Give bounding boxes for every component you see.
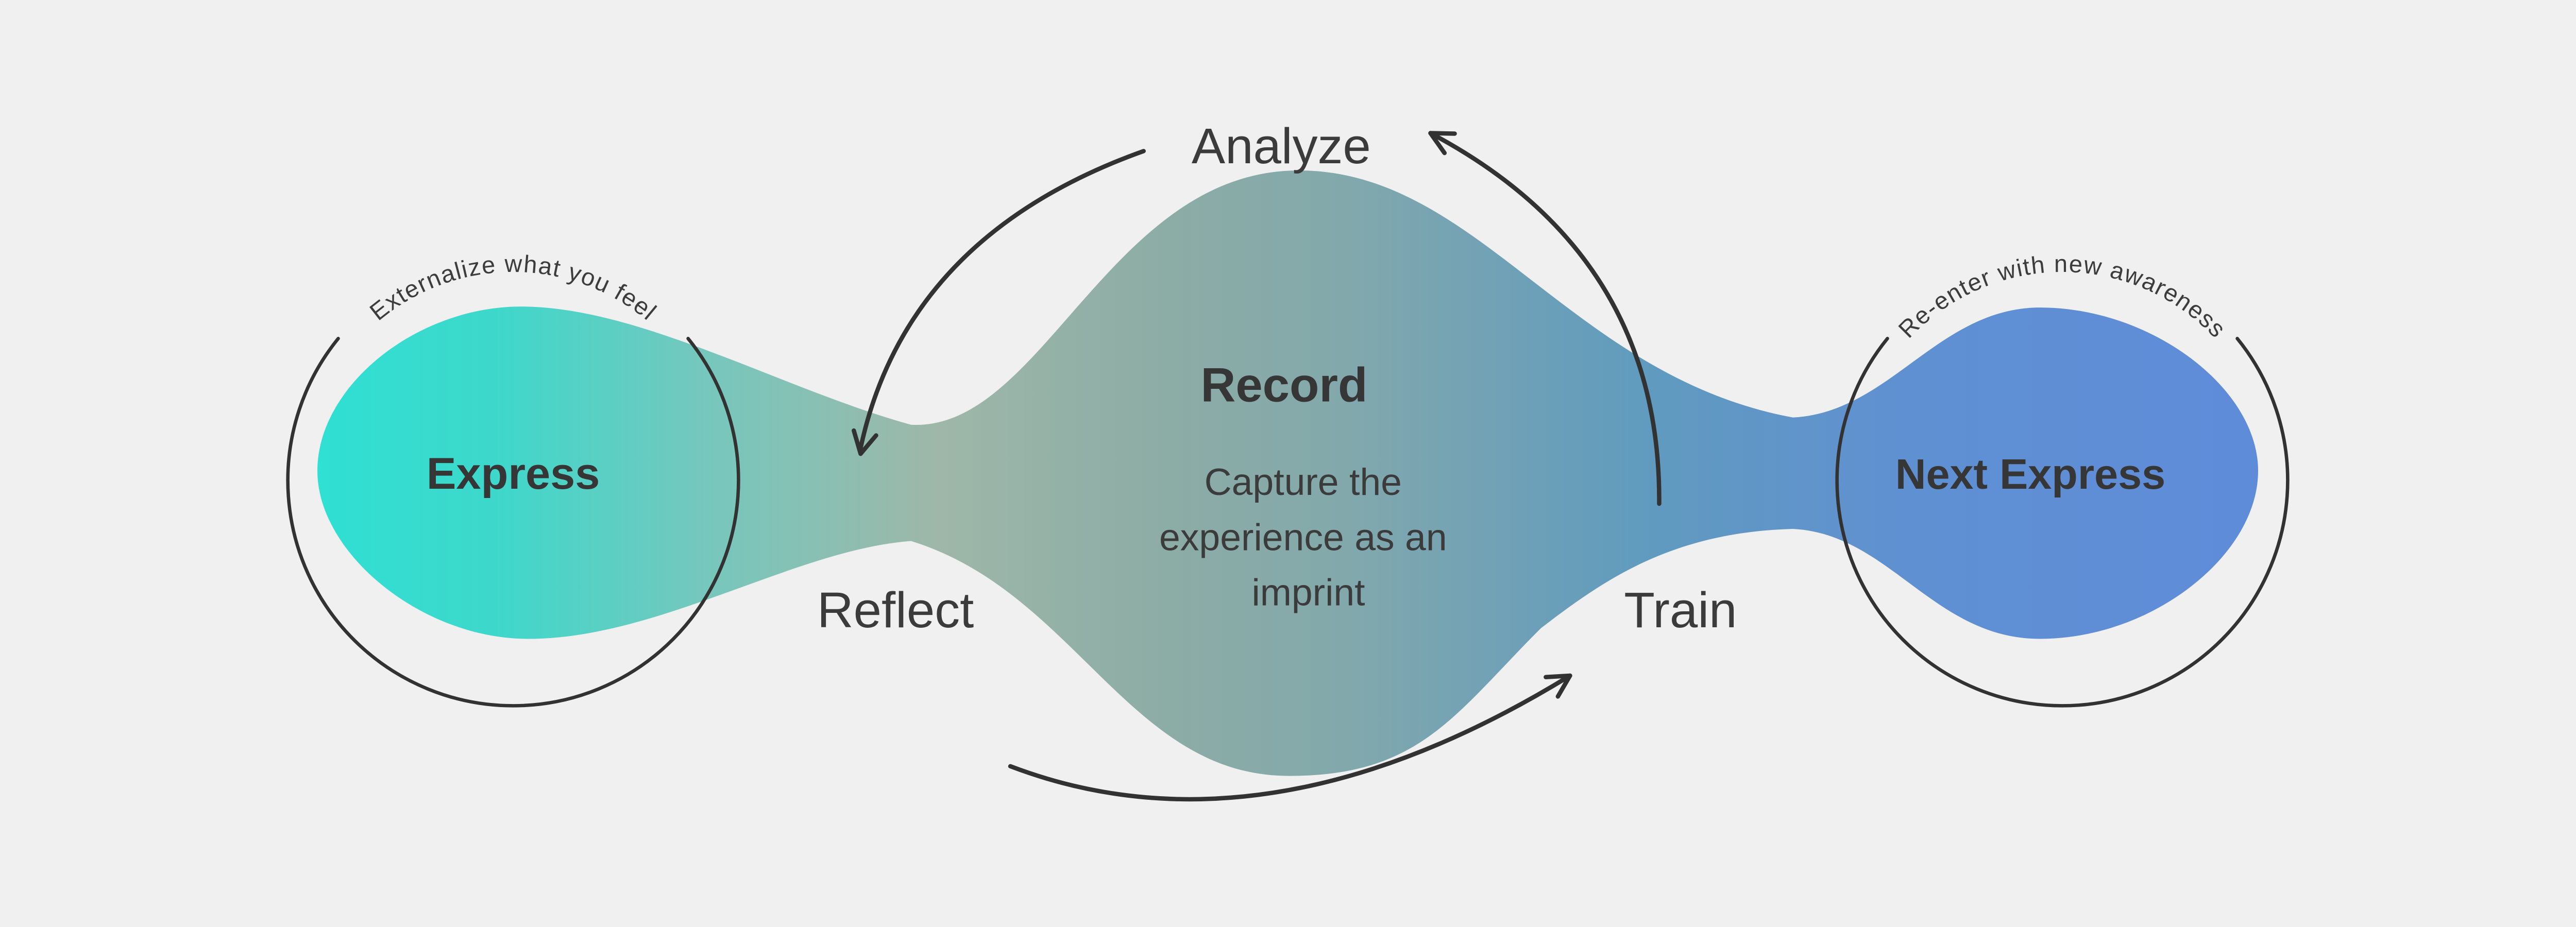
next-express-label: Next Express [1895,450,2165,498]
record-description: Capture the experience as an imprint [1159,461,1458,613]
flow-blob-shape [317,170,2258,776]
arrow-analyze-to-reflect [858,149,1146,451]
cycle-label-analyze: Analyze [1192,117,1371,174]
express-label: Express [427,449,600,499]
cycle-label-reflect: Reflect [817,581,974,638]
arrow-reflect-to-train [1008,673,1572,802]
record-label: Record [1200,358,1367,412]
arrow-train-to-analyze [1428,131,1662,506]
express-ring [286,337,740,708]
arrowhead-analyze-to-reflect [852,428,878,456]
next-express-ring [1835,337,2290,708]
cycle-label-train: Train [1624,581,1737,638]
arrowhead-train-to-analyze [1428,131,1457,156]
arrowhead-reflect-to-train [1544,673,1572,699]
